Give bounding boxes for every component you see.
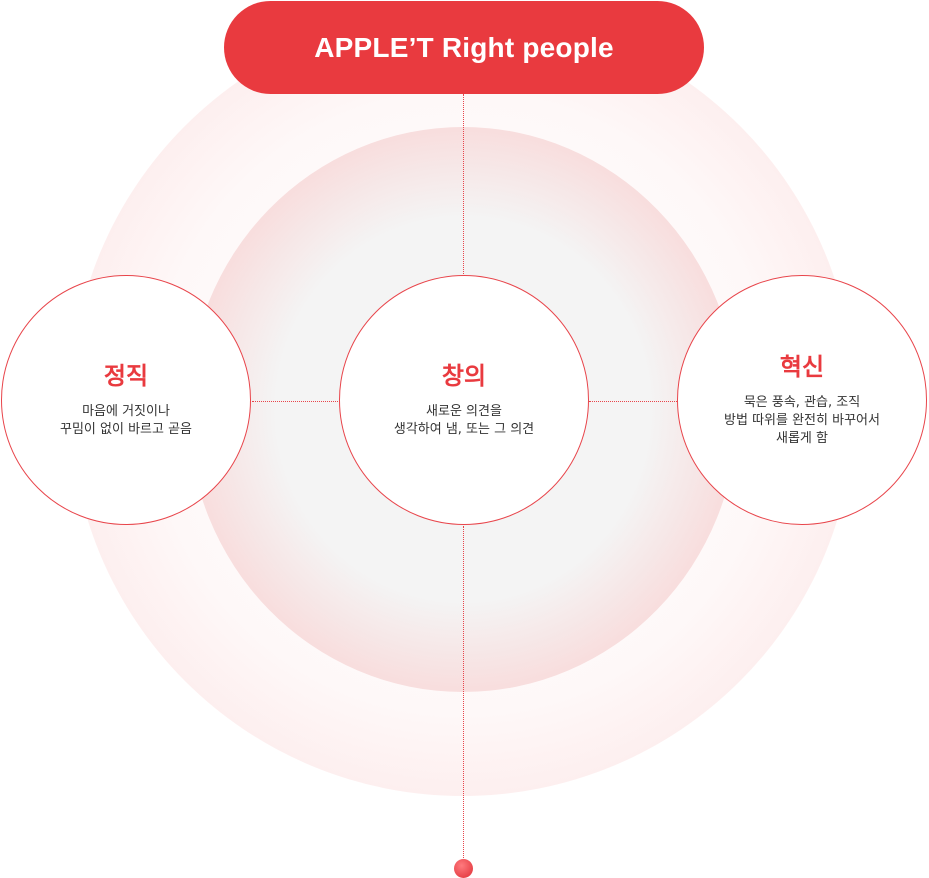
connector-left-to-center (252, 401, 340, 402)
title-pill: APPLE’T Right people (224, 1, 704, 94)
value-description-line: 묵은 풍속, 관습, 조직 (743, 395, 861, 410)
value-title: 창의 (441, 362, 487, 390)
value-title: 정직 (103, 362, 149, 390)
value-description-line: 마음에 거짓이나 (82, 404, 170, 419)
page-title: APPLE’T Right people (314, 31, 614, 63)
connector-title-to-center (463, 94, 464, 274)
value-description-line: 꾸밈이 없이 바르고 곧음 (60, 422, 192, 437)
value-circle-innovation: 혁신 묵은 풍속, 관습, 조직 방법 따위를 완전히 바꾸어서 새롭게 함 (677, 275, 927, 525)
value-description-line: 새롭게 함 (776, 431, 828, 446)
value-circle-creativity: 창의 새로운 의견을 생각하여 냄, 또는 그 의견 (339, 275, 589, 525)
value-description-line: 방법 따위를 완전히 바꾸어서 (724, 413, 880, 428)
connector-end-dot (454, 859, 473, 878)
connector-center-to-bottom (463, 526, 464, 860)
value-circle-honesty: 정직 마음에 거짓이나 꾸밈이 없이 바르고 곧음 (1, 275, 251, 525)
value-title: 혁신 (779, 353, 825, 381)
value-description-line: 생각하여 냄, 또는 그 의견 (393, 422, 535, 437)
connector-center-to-right (589, 401, 677, 402)
value-description-line: 새로운 의견을 (426, 404, 502, 419)
